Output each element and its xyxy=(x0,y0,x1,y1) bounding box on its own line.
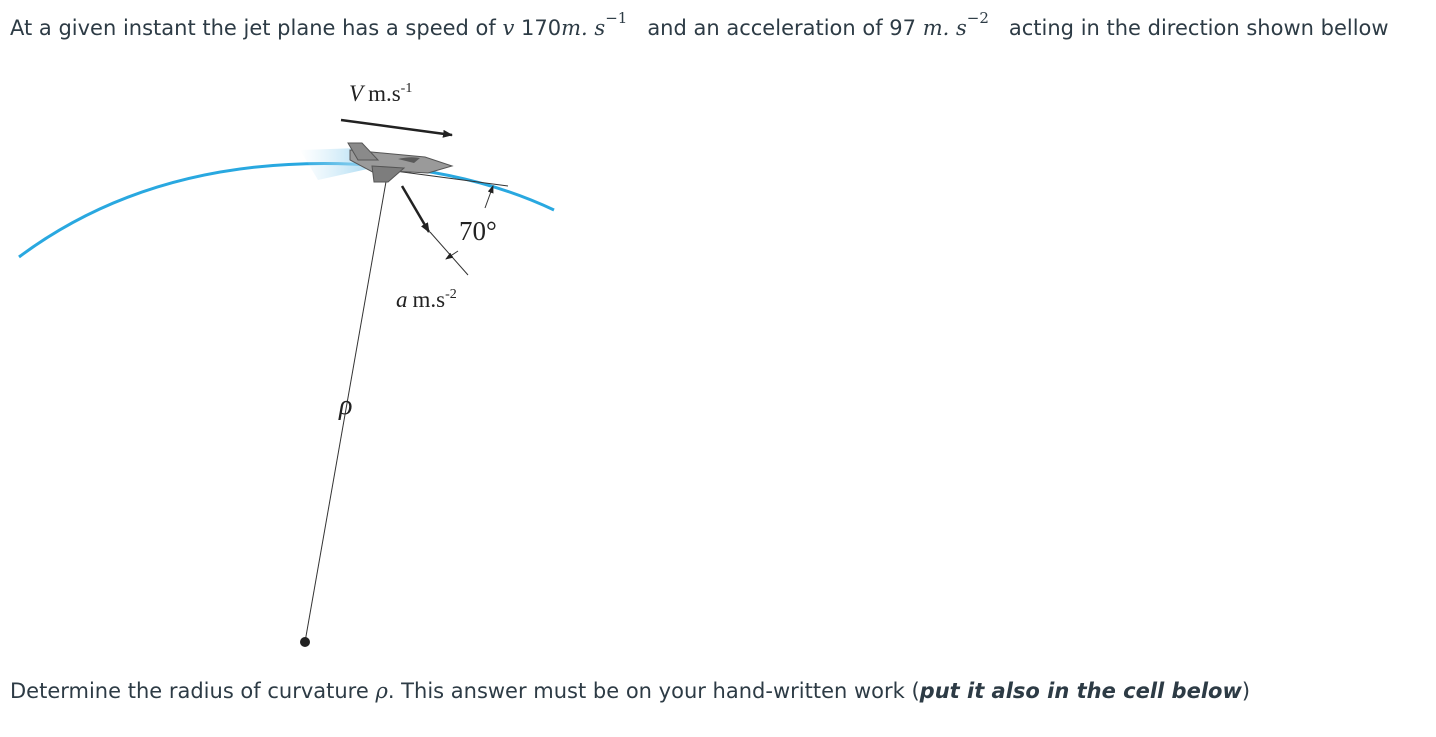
tangent-line xyxy=(394,170,509,187)
acceleration-unit-label: m.s xyxy=(413,287,446,312)
direction-text: acting in the direction shown bellow xyxy=(1008,16,1389,40)
acceleration-text: and an acceleration of 97 xyxy=(647,16,917,40)
acceleration-unit: m. s xyxy=(922,16,967,40)
jet-plane-icon xyxy=(347,142,454,183)
velocity-symbol: V xyxy=(349,81,366,106)
speed-value: 170 xyxy=(521,16,562,40)
question-intro-text: At a given instant the jet plane has a s… xyxy=(10,16,496,40)
speed-unit: m. s xyxy=(561,16,606,40)
question-text-line-1: At a given instant the jet plane has a s… xyxy=(10,9,1389,40)
velocity-exponent: -1 xyxy=(401,81,413,96)
bold-instruction: put it also in the cell below xyxy=(919,679,1242,703)
radius-line xyxy=(304,175,388,643)
instruction-text: . This answer must be on your hand-writt… xyxy=(387,679,920,703)
rho-symbol: ρ xyxy=(375,679,388,703)
closing-paren: ) xyxy=(1241,679,1251,703)
acceleration-symbol: a xyxy=(396,287,408,312)
radius-label: ρ xyxy=(338,390,352,421)
velocity-unit: m.s xyxy=(368,81,401,106)
acceleration-exponent: −2 xyxy=(966,9,989,27)
velocity-arrow xyxy=(340,118,453,138)
radius-question-text: Determine the radius of curvature xyxy=(10,679,369,703)
angle-label: 70° xyxy=(459,216,497,246)
question-text-line-2: Determine the radius of curvature ρ. Thi… xyxy=(10,679,1250,703)
acceleration-arrow xyxy=(400,185,431,233)
speed-symbol: v xyxy=(502,16,515,40)
speed-exponent: −1 xyxy=(605,9,628,27)
angle-arrow-lower xyxy=(445,250,459,260)
center-of-curvature-dot xyxy=(300,637,310,647)
acceleration-exponent-label: -2 xyxy=(445,287,457,302)
angle-arrow-upper xyxy=(484,185,494,209)
